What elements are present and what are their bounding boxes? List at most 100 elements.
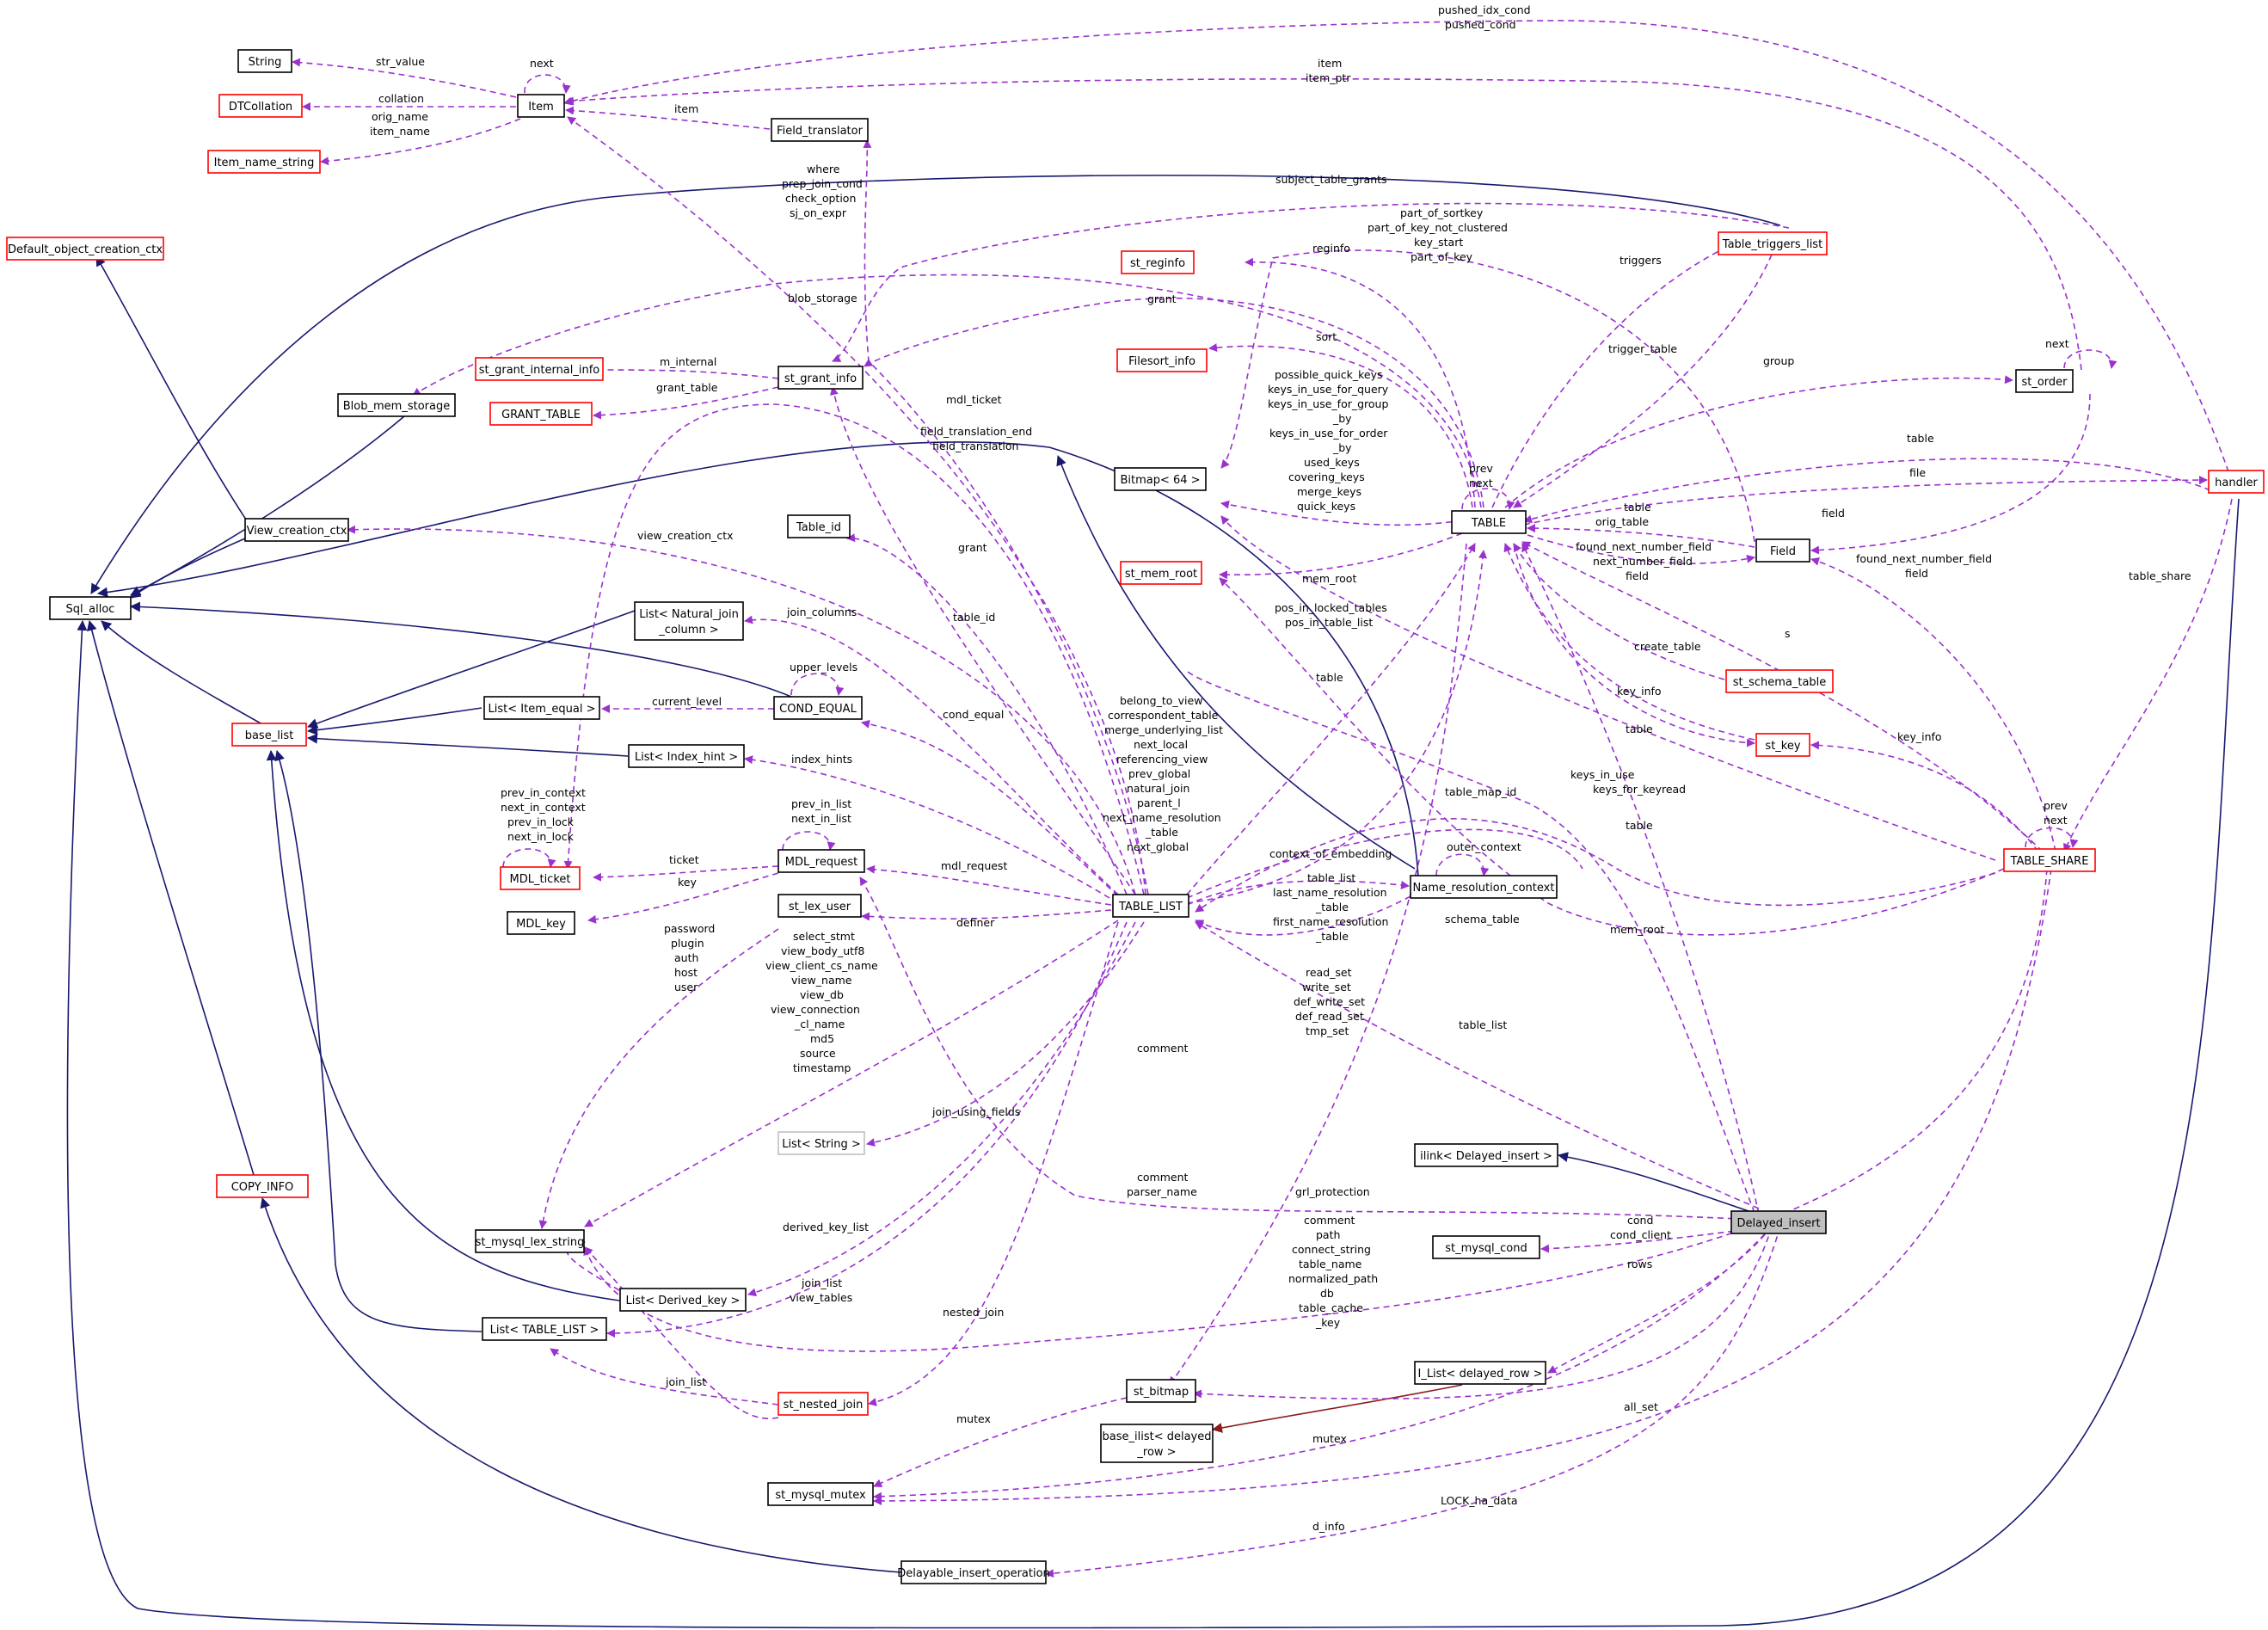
- node-cond-equal[interactable]: COND_EQUAL: [773, 696, 863, 720]
- node-field[interactable]: Field: [1755, 538, 1810, 563]
- edge-label: collation: [378, 92, 424, 105]
- node-string[interactable]: String: [237, 49, 292, 73]
- node-ilink-delayed-insert[interactable]: ilink< Delayed_insert >: [1414, 1143, 1558, 1167]
- edge-tablelist-grantinfo: [829, 386, 1136, 895]
- node-list-index-hint[interactable]: List< Index_hint >: [628, 744, 745, 768]
- node-mdl-request[interactable]: MDL_request: [778, 849, 865, 873]
- node-st-order[interactable]: st_order: [2015, 369, 2074, 393]
- edge-table-handler: [1523, 476, 2208, 526]
- edge-label: cond: [1627, 1214, 1653, 1227]
- edge-label: md5: [810, 1032, 834, 1045]
- node-table-triggers-list[interactable]: Table_triggers_list: [1718, 231, 1828, 255]
- edge-field-bitmap: [1220, 249, 1755, 543]
- edge-label: item_name: [370, 125, 430, 138]
- edge-label: _table: [1145, 826, 1178, 839]
- edge-order-field: [1810, 393, 2091, 555]
- node-delayed-insert[interactable]: Delayed_insert: [1730, 1210, 1827, 1234]
- node-st-key[interactable]: st_key: [1755, 733, 1810, 757]
- edge-delayable-copyinfo: [260, 1197, 902, 1573]
- node-label: List< Natural_join: [639, 608, 739, 621]
- edge-label: reginfo: [1312, 242, 1350, 255]
- node-st-grant-internal-info[interactable]: st_grant_internal_info: [475, 357, 604, 381]
- node-list-table-list[interactable]: List< TABLE_LIST >: [482, 1317, 607, 1341]
- edge-handler-sqlalloc: [66, 498, 2240, 1629]
- node-list-string[interactable]: List< String >: [778, 1131, 865, 1155]
- node-blob-mem-storage[interactable]: Blob_mem_storage: [337, 393, 456, 417]
- node-table-share[interactable]: TABLE_SHARE: [2003, 848, 2096, 872]
- node-table[interactable]: TABLE: [1451, 510, 1527, 534]
- node-delayable-insert-operation[interactable]: Delayable_insert_operation: [897, 1560, 1050, 1584]
- edge-label: cond_equal: [943, 708, 1004, 721]
- node-name-resolution-context[interactable]: Name_resolution_context: [1410, 875, 1558, 899]
- node-filesort-info[interactable]: Filesort_info: [1116, 348, 1208, 372]
- edge-label: join_using_fields: [931, 1105, 1020, 1118]
- node-mdl-key[interactable]: MDL_key: [507, 911, 575, 935]
- node-base-ilist-delayed-row[interactable]: base_ilist< delayed _row >: [1100, 1424, 1214, 1463]
- edge-label: field: [1626, 569, 1649, 582]
- edge-label: next_in_list: [791, 812, 851, 825]
- node-list-derived-key[interactable]: List< Derived_key >: [619, 1288, 747, 1312]
- node-st-mem-root[interactable]: st_mem_root: [1120, 561, 1202, 585]
- node-label: Item: [528, 101, 554, 114]
- edge-label: upper_levels: [790, 661, 857, 674]
- edge-label: parent_l: [1137, 797, 1181, 809]
- node-item[interactable]: Item: [517, 94, 565, 118]
- edge-label: trigger_table: [1608, 342, 1677, 355]
- node-table-id[interactable]: Table_id: [787, 514, 851, 538]
- node-sql-alloc[interactable]: Sql_alloc: [49, 596, 132, 620]
- node-grant-table[interactable]: GRANT_TABLE: [489, 402, 593, 426]
- node-label: List< Item_equal >: [489, 703, 596, 716]
- edge-tablelist-item: [567, 116, 1146, 895]
- edge-delayed-ilist: [1547, 1226, 1773, 1374]
- edge-label: natural_join: [1127, 782, 1189, 795]
- node-list-natural-join-column[interactable]: List< Natural_join_column >: [634, 601, 744, 641]
- edge-label: part_of_sortkey: [1400, 206, 1484, 219]
- edge-label: covering_keys: [1288, 471, 1365, 483]
- edge-share-mutex: [873, 868, 2052, 1505]
- edge-label: view_connection: [771, 1003, 860, 1016]
- node-view-creation-ctx[interactable]: View_creation_ctx: [244, 518, 349, 542]
- node-st-mysql-mutex[interactable]: st_mysql_mutex: [767, 1482, 874, 1506]
- edge-table-order: [1504, 375, 2013, 508]
- edge-delayed-bitmap: [1193, 1226, 1773, 1399]
- edge-label: field_translation: [932, 440, 1018, 452]
- node-st-reginfo[interactable]: st_reginfo: [1121, 250, 1195, 274]
- node-mdl-ticket[interactable]: MDL_ticket: [500, 866, 581, 890]
- edge-label: keys_for_keyread: [1593, 783, 1686, 796]
- node-item-name-string[interactable]: Item_name_string: [207, 150, 321, 174]
- edge-label: prev_global: [1128, 767, 1190, 780]
- node-label: st_mysql_mutex: [775, 1489, 866, 1502]
- edge-key-table: [1503, 543, 1755, 741]
- node-list-item-equal[interactable]: List< Item_equal >: [483, 696, 600, 720]
- edge-label: host: [674, 966, 698, 979]
- edge-table-field: [1527, 534, 1755, 564]
- edge-share-lexstring: [583, 868, 2048, 1352]
- node-label: Bitmap< 64 >: [1120, 474, 1200, 487]
- node-field-translator[interactable]: Field_translator: [771, 118, 869, 142]
- node-label: COND_EQUAL: [779, 703, 857, 716]
- edge-label: timestamp: [793, 1061, 851, 1074]
- edge-label: sj_on_expr: [790, 206, 847, 219]
- node-copy-info[interactable]: COPY_INFO: [216, 1174, 309, 1198]
- node-st-bitmap[interactable]: st_bitmap: [1126, 1379, 1196, 1403]
- node-bitmap-64[interactable]: Bitmap< 64 >: [1114, 467, 1207, 491]
- node-label: _row >: [1136, 1446, 1176, 1459]
- node-label: base_ilist< delayed: [1103, 1430, 1212, 1443]
- node-st-lex-user[interactable]: st_lex_user: [778, 894, 862, 918]
- edge-label: prep_join_cond: [782, 177, 863, 190]
- node-default-object-creation-ctx[interactable]: Default_object_creation_ctx: [6, 237, 164, 261]
- node-st-schema-table[interactable]: st_schema_table: [1725, 669, 1834, 693]
- node-st-nested-join[interactable]: st_nested_join: [778, 1392, 869, 1416]
- node-label: COPY_INFO: [231, 1181, 294, 1194]
- edge-label: view_client_cs_name: [765, 959, 878, 972]
- node-i-list-delayed-row[interactable]: I_List< delayed_row >: [1414, 1361, 1546, 1385]
- node-st-grant-info[interactable]: st_grant_info: [778, 366, 864, 390]
- node-st-mysql-lex-string[interactable]: st_mysql_lex_string: [475, 1229, 585, 1253]
- node-base-list[interactable]: base_list: [231, 723, 307, 747]
- node-st-mysql-cond[interactable]: st_mysql_cond: [1432, 1235, 1540, 1259]
- edge-label: belong_to_view: [1120, 694, 1202, 707]
- node-table-list[interactable]: TABLE_LIST: [1112, 894, 1189, 918]
- node-dtcollation[interactable]: DTCollation: [218, 94, 303, 118]
- edge-label: pos_in_table_list: [1285, 616, 1373, 629]
- node-handler[interactable]: handler: [2208, 470, 2265, 494]
